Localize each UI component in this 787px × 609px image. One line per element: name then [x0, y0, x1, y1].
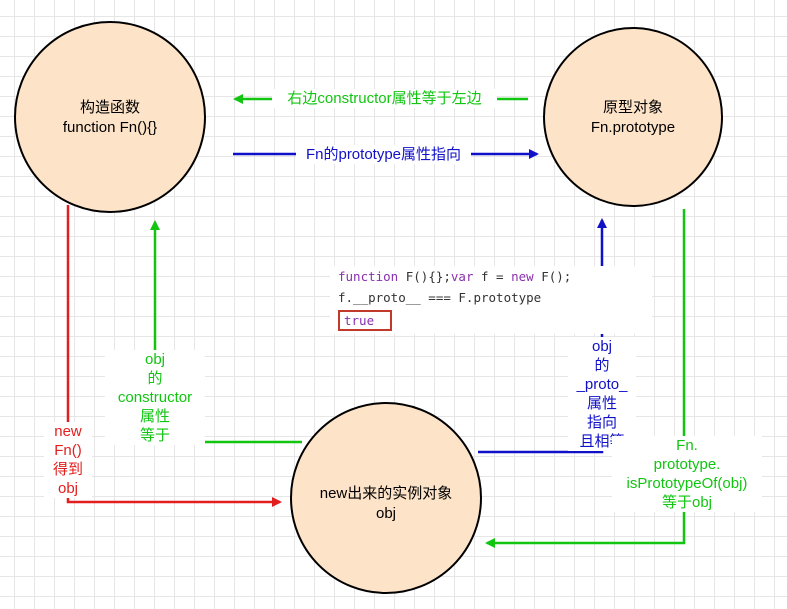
node-instance-label: new出来的实例对象 obj	[291, 484, 481, 524]
label-is-prototype-of-l4: 等于obj	[661, 494, 713, 511]
label-obj-constructor-l1: obj	[144, 351, 166, 368]
label-obj-constructor-l4: 属性	[139, 408, 170, 425]
label-obj-proto-l5: 指向	[586, 414, 617, 431]
node-prototype-title: 原型对象	[602, 99, 663, 116]
node-instance-name: obj	[375, 505, 397, 522]
node-constructor-code: function Fn(){}	[62, 119, 158, 136]
code-snippet: function F(){};var f = new F(); f.__prot…	[330, 266, 652, 334]
label-obj-constructor: obj 的 constructor 属性 等于	[105, 350, 205, 445]
label-new-fn: new Fn() 得到 obj	[44, 422, 92, 498]
label-is-prototype-of: Fn. prototype. isPrototypeOf(obj) 等于obj	[612, 436, 762, 512]
node-constructor-circle	[14, 21, 206, 213]
node-constructor-label: 构造函数 function Fn(){}	[15, 98, 205, 138]
code-result: true	[338, 310, 393, 331]
label-is-prototype-of-l2: prototype.	[653, 456, 721, 473]
label-constructor-equals: 右边constructor属性等于左边	[272, 89, 497, 108]
code-assign: f =	[473, 269, 512, 284]
label-obj-proto-l1: obj	[591, 338, 613, 355]
label-fn-prototype: Fn的prototype属性指向	[296, 145, 471, 164]
code-keyword-var: var	[450, 269, 474, 284]
code-line-3: true	[338, 308, 652, 331]
label-obj-proto-l4: 属性	[586, 395, 617, 412]
label-new-fn-l2: Fn()	[54, 442, 82, 459]
node-instance-title: new出来的实例对象	[319, 485, 453, 502]
label-new-fn-l3: 得到	[52, 461, 83, 478]
label-obj-proto-l2: 的	[594, 357, 610, 374]
label-is-prototype-of-l3: isPrototypeOf(obj)	[626, 475, 748, 492]
code-fn-decl: F(){};	[398, 269, 451, 284]
arrow-new-fn	[66, 205, 282, 507]
code-keyword-function: function	[338, 269, 399, 284]
node-prototype-code: Fn.prototype	[590, 119, 676, 136]
node-constructor-title: 构造函数	[79, 99, 140, 116]
label-is-prototype-of-l1: Fn.	[676, 437, 698, 454]
label-obj-constructor-l2: 的	[147, 370, 163, 387]
label-obj-proto-l3: _proto_	[576, 376, 628, 393]
code-call: F();	[533, 269, 572, 284]
label-obj-constructor-l5: 等于	[139, 427, 170, 444]
label-obj-constructor-l3: constructor	[117, 389, 193, 406]
arrow-is-prototype-of	[485, 209, 686, 548]
node-prototype-circle	[543, 27, 723, 207]
code-line-1: function F(){};var f = new F();	[338, 266, 652, 287]
label-new-fn-l4: obj	[57, 480, 79, 497]
code-keyword-new: new	[511, 269, 534, 284]
code-line-2: f.__proto__ === F.prototype	[338, 290, 542, 305]
label-obj-proto: obj 的 _proto_ 属性 指向 且相等	[568, 337, 636, 451]
label-new-fn-l1: new	[54, 423, 82, 440]
node-prototype-label: 原型对象 Fn.prototype	[544, 98, 722, 138]
node-instance-circle	[290, 402, 482, 594]
